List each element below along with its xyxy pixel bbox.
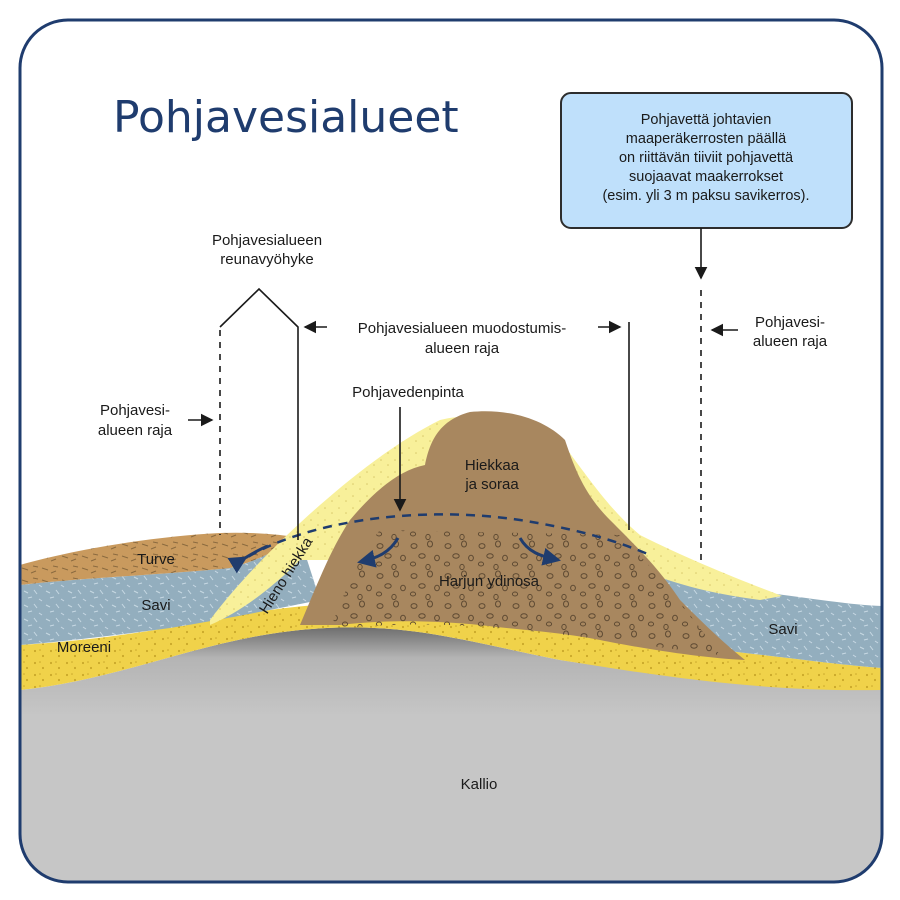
groundwater-table-line [234,513,651,567]
moraine-label: Moreeni [57,639,111,656]
ridge-core-label: Harjun ydinosa [439,573,540,590]
sand-gravel-label-2: ja soraa [464,476,519,493]
svg-text:Pohjavettä johtavien: Pohjavettä johtavien [641,112,772,128]
recharge-boundary-label-2: alueen raja [425,340,500,357]
flow-arrow-left [227,544,269,574]
groundwater-surface-label: Pohjavedenpinta [352,384,464,401]
recharge-boundary-label-1: Pohjavesialueen muodostumis- [358,320,566,337]
bedrock-label: Kallio [461,776,498,793]
clay-label-right: Savi [768,621,797,638]
svg-text:on riittävän tiiviit pohjavett: on riittävän tiiviit pohjavettä [619,150,794,166]
sand-gravel-label-1: Hiekkaa [465,457,520,474]
right-boundary-label-2: alueen raja [753,333,828,350]
svg-text:maaperäkerrosten päällä: maaperäkerrosten päällä [626,131,787,147]
clay-label-left: Savi [141,597,170,614]
svg-text:suojaavat maakerrokset: suojaavat maakerrokset [629,169,783,185]
margin-zone-label-2: reunavyöhyke [220,251,313,268]
left-boundary-label-2: alueen raja [98,422,173,439]
page-title: Pohjavesialueet [113,92,459,143]
right-boundary-label-1: Pohjavesi- [755,314,825,331]
left-boundary-label-1: Pohjavesi- [100,402,170,419]
margin-zone-bracket [219,287,299,540]
peat-label: Turve [137,551,175,568]
svg-text:(esim. yli 3 m paksu savikerro: (esim. yli 3 m paksu savikerros). [602,188,809,204]
margin-zone-label-1: Pohjavesialueen [212,232,322,249]
bedrock-layer [20,627,882,882]
info-box-text: Pohjavettä johtavien maaperäkerrosten pä… [602,112,809,204]
frame-border [18,18,884,884]
info-box [560,92,853,229]
flow-arrow-down-left [357,537,400,568]
flow-arrow-down-right [518,537,561,566]
